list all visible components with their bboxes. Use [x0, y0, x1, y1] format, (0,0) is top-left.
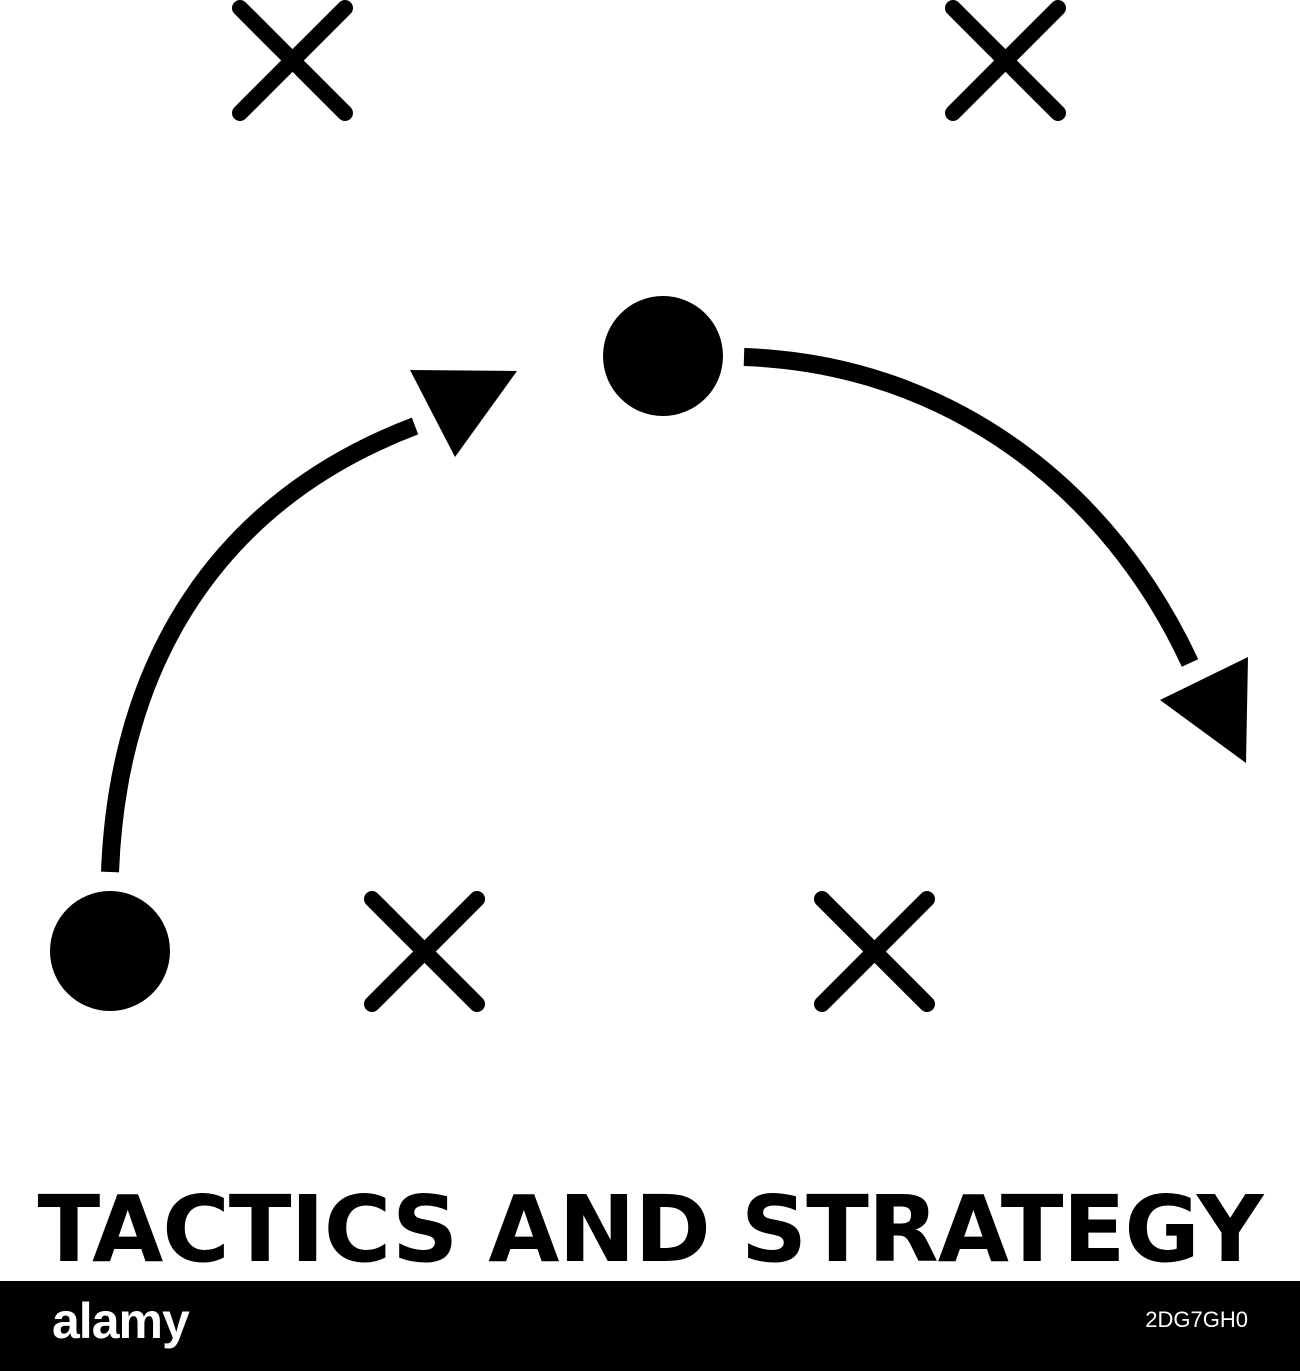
x-mark-icon: [814, 891, 935, 1012]
watermark-image-code: 2DG7GH0: [1145, 1307, 1248, 1332]
caption-title: TACTICS AND STRATEGY: [37, 1176, 1263, 1283]
filled-circle-icon: [603, 296, 723, 416]
arrowhead-icon: [1160, 657, 1248, 763]
x-mark-icon: [232, 0, 353, 121]
curved-arrow-icon: [743, 348, 1199, 667]
x-mark-icon: [364, 891, 485, 1012]
watermark-brand: alamy: [52, 1293, 190, 1349]
arrowhead-icon: [410, 370, 517, 457]
watermark-bar: alamy 2DG7GH0: [0, 1281, 1300, 1371]
curved-arrow-icon: [101, 417, 419, 873]
filled-circle-icon: [50, 891, 170, 1011]
x-mark-icon: [945, 0, 1066, 121]
